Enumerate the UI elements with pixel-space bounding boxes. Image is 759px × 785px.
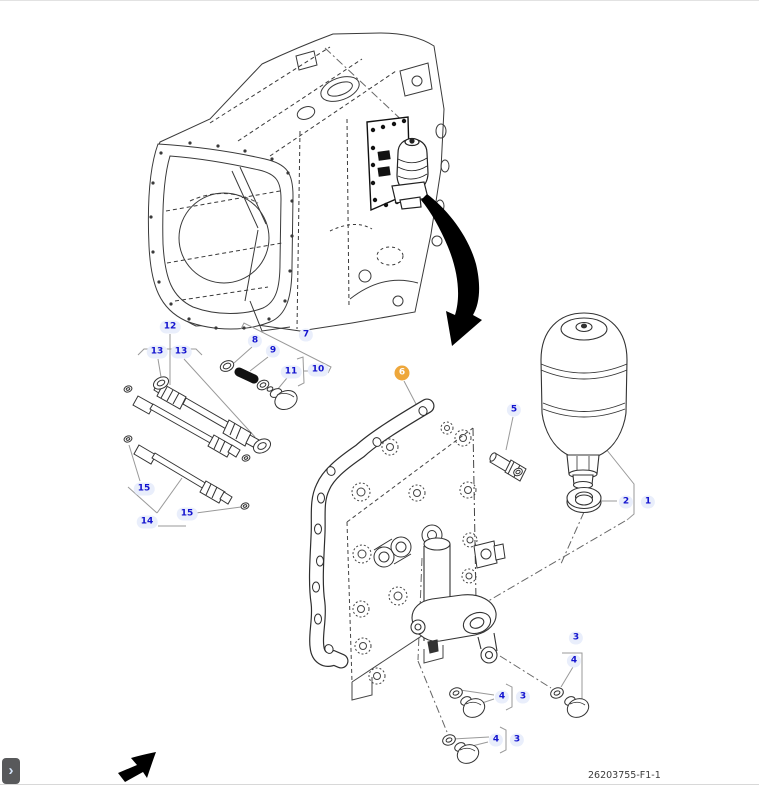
callout-3[interactable]: 3 xyxy=(509,733,525,747)
gasket xyxy=(308,398,435,669)
callout-9[interactable]: 9 xyxy=(265,344,281,358)
explode-direction-arrow xyxy=(421,194,482,346)
callout-11[interactable]: 11 xyxy=(280,365,302,379)
figure-code: 26203755-F1-1 xyxy=(588,770,661,781)
callout-7[interactable]: 7 xyxy=(298,328,314,342)
leader-lines xyxy=(127,322,635,754)
callout-4[interactable]: 4 xyxy=(566,654,582,668)
spring xyxy=(234,367,259,384)
callout-15[interactable]: 15 xyxy=(176,507,198,521)
bolt xyxy=(489,452,527,482)
lube-tubes xyxy=(123,376,272,510)
callout-10[interactable]: 10 xyxy=(307,363,329,377)
callout-4[interactable]: 4 xyxy=(488,733,504,747)
callout-13[interactable]: 13 xyxy=(146,345,168,359)
callout-2[interactable]: 2 xyxy=(618,495,634,509)
callout-8[interactable]: 8 xyxy=(247,334,263,348)
valve-body xyxy=(410,537,498,664)
callout-13[interactable]: 13 xyxy=(170,345,192,359)
expand-panel-button[interactable]: › xyxy=(2,758,20,784)
callout-12[interactable]: 12 xyxy=(159,320,181,334)
callout-6[interactable]: 6 xyxy=(394,365,410,381)
valve-plate xyxy=(346,421,506,701)
cursor-arrow xyxy=(118,752,156,782)
callout-4[interactable]: 4 xyxy=(494,690,510,704)
plug-sets xyxy=(442,687,590,764)
washer xyxy=(566,486,602,514)
callout-14[interactable]: 14 xyxy=(136,515,158,529)
mounted-accumulator xyxy=(391,137,429,210)
housing-valve-plate xyxy=(366,116,429,212)
callout-15[interactable]: 15 xyxy=(133,482,155,496)
callout-5[interactable]: 5 xyxy=(506,403,522,417)
callout-3[interactable]: 3 xyxy=(515,690,531,704)
valve-kit-parts xyxy=(219,360,298,410)
callout-1[interactable]: 1 xyxy=(640,495,656,509)
accumulator xyxy=(540,312,628,514)
callout-3[interactable]: 3 xyxy=(568,631,584,645)
transmission-housing xyxy=(147,32,450,332)
chevron-right-icon: › xyxy=(8,761,14,779)
